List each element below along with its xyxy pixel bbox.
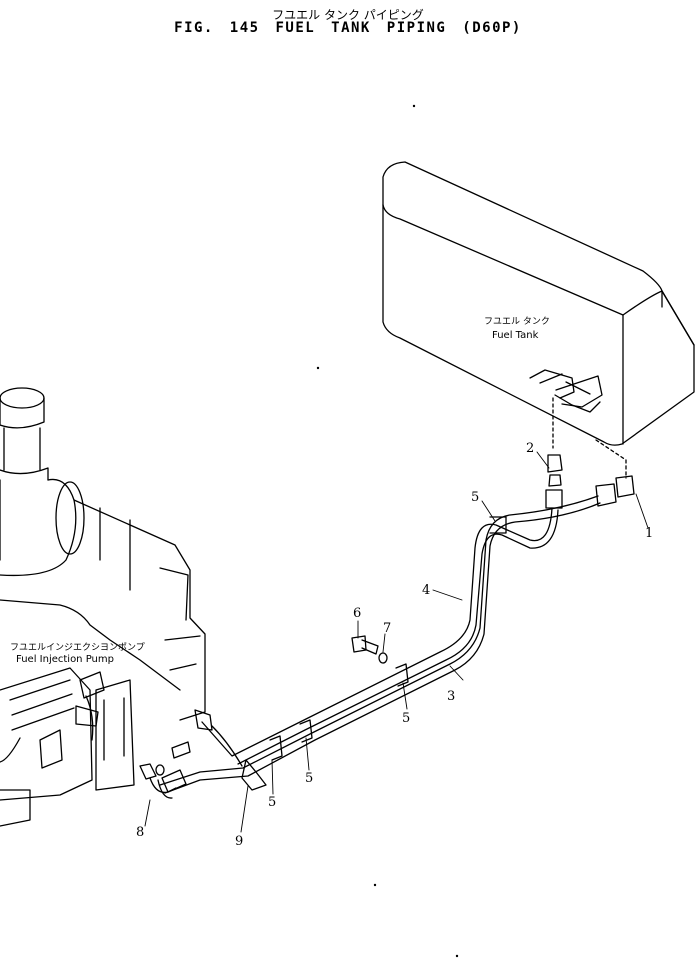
- figure-title: FIG. 145 FUEL TANK PIPING (D60P): [174, 20, 522, 36]
- callout-8: 8: [136, 825, 144, 840]
- part-1-elbow: [595, 475, 635, 507]
- leader-lines: [144, 451, 649, 833]
- fuel-pipes: [159, 495, 601, 794]
- fuel-tank-label-jp: フユエル タンク: [484, 316, 550, 327]
- callout-7: 7: [383, 621, 391, 636]
- fuel-tank-label-en: Fuel Tank: [492, 330, 539, 341]
- callout-6: 6: [353, 606, 361, 621]
- callout-9: 9: [235, 834, 243, 849]
- callout-5-lower: 5: [305, 771, 313, 786]
- injection-pump-label-en: Fuel Injection Pump: [16, 654, 114, 665]
- callout-1: 1: [645, 526, 653, 541]
- callout-4: 4: [422, 583, 430, 598]
- tank-outlet-fitting: [529, 369, 627, 479]
- injection-pump-label-jp: フユエルインジエクシヨンポンプ: [10, 642, 145, 653]
- stray-dots: [316, 104, 459, 958]
- fuel-tank-drawing: [382, 161, 695, 446]
- callout-3: 3: [447, 689, 455, 704]
- bolt-6-and-washer-7: [351, 635, 388, 664]
- engine-drawing: [0, 387, 206, 827]
- callout-5-bottom: 5: [268, 795, 276, 810]
- figure-subtitle-jp: フユエル タンク パイピング: [272, 8, 424, 22]
- callout-5-top: 5: [471, 490, 479, 505]
- callout-5-middle: 5: [402, 711, 410, 726]
- callout-2: 2: [526, 441, 534, 456]
- part-2-fitting: [545, 454, 563, 509]
- pipe-clamps: [241, 516, 507, 791]
- pipe-8: [139, 709, 243, 799]
